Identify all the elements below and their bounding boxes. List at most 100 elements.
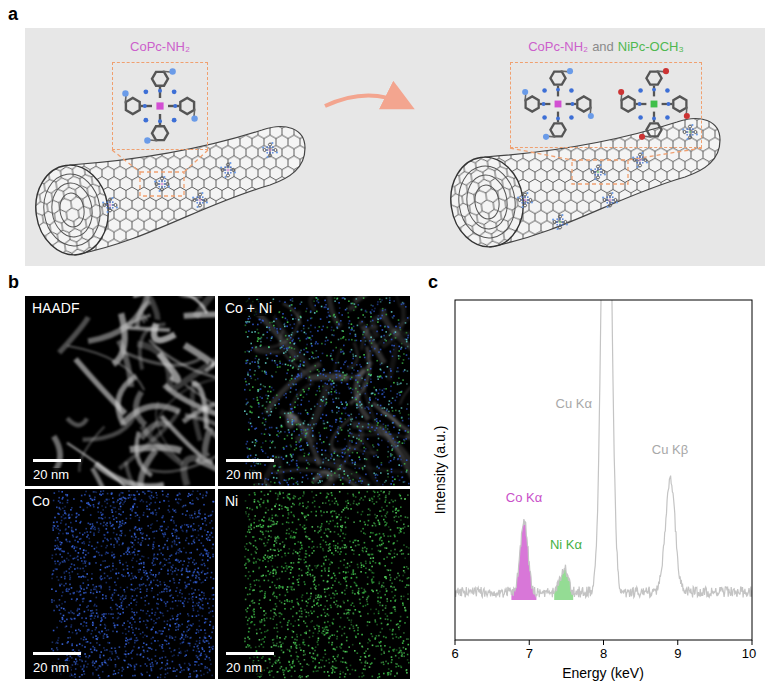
- drawn-shape: [296, 465, 298, 467]
- drawn-shape: [318, 371, 320, 373]
- drawn-shape: [392, 438, 394, 440]
- drawn-shape: [351, 473, 353, 475]
- drawn-shape: [542, 115, 547, 120]
- drawn-shape: [305, 410, 307, 412]
- drawn-shape: [271, 322, 273, 324]
- drawn-shape: [398, 358, 400, 360]
- drawn-shape: [191, 525, 193, 527]
- drawn-shape: [270, 353, 272, 355]
- drawn-shape: [377, 399, 379, 401]
- drawn-shape: [556, 218, 558, 220]
- drawn-shape: [652, 88, 656, 92]
- drawn-shape: [639, 134, 645, 140]
- drawn-shape: [322, 414, 324, 416]
- drawn-shape: [351, 377, 353, 379]
- drawn-shape: [560, 218, 561, 220]
- drawn-shape: [262, 442, 264, 444]
- drawn-shape: [303, 396, 305, 398]
- phthalocyanine: [682, 124, 698, 140]
- drawn-shape: [108, 209, 111, 212]
- drawn-shape: [337, 441, 339, 443]
- drawn-shape: [118, 617, 120, 619]
- drawn-shape: [258, 416, 260, 418]
- drawn-shape: [328, 380, 330, 382]
- drawn-shape: [310, 331, 312, 333]
- drawn-shape: [306, 394, 308, 396]
- drawn-shape: [255, 347, 280, 352]
- drawn-shape: [297, 355, 299, 357]
- drawn-shape: [75, 359, 125, 414]
- drawn-shape: [364, 316, 366, 318]
- drawn-shape: [255, 442, 257, 444]
- drawn-shape: [315, 394, 317, 396]
- drawn-shape: [384, 396, 386, 398]
- drawn-shape: [248, 422, 250, 424]
- drawn-shape: [276, 427, 278, 429]
- drawn-shape: [389, 300, 391, 302]
- drawn-shape: [344, 461, 346, 463]
- drawn-shape: [184, 314, 215, 316]
- drawn-shape: [232, 168, 235, 171]
- drawn-shape: [173, 654, 175, 656]
- drawn-shape: [341, 403, 343, 405]
- drawn-shape: [340, 418, 342, 420]
- drawn-shape: [392, 476, 394, 478]
- drawn-shape: [358, 317, 360, 319]
- drawn-shape: [558, 226, 561, 229]
- drawn-shape: [311, 473, 313, 475]
- drawn-shape: [251, 412, 253, 414]
- drawn-shape: [249, 418, 251, 420]
- drawn-shape: [562, 221, 564, 223]
- drawn-shape: [106, 204, 108, 206]
- drawn-shape: [280, 431, 282, 433]
- drawn-shape: [646, 72, 661, 85]
- drawn-shape: [374, 430, 376, 432]
- drawn-shape: [246, 463, 248, 465]
- drawn-shape: [292, 298, 294, 300]
- drawn-shape: [354, 303, 356, 305]
- drawn-shape: [390, 460, 392, 462]
- drawn-shape: [328, 459, 330, 461]
- drawn-shape: [372, 405, 374, 407]
- drawn-shape: [362, 416, 364, 418]
- drawn-shape: [343, 449, 345, 451]
- zoom-leader: [112, 148, 702, 196]
- drawn-shape: [616, 202, 618, 204]
- drawn-shape: [350, 419, 352, 421]
- drawn-shape: [404, 440, 406, 442]
- drawn-shape: [369, 374, 371, 376]
- drawn-shape: [293, 483, 295, 485]
- drawn-shape: [291, 438, 293, 440]
- drawn-shape: [300, 438, 302, 440]
- phthalocyanine: [192, 192, 208, 208]
- drawn-shape: [338, 433, 340, 435]
- drawn-shape: [521, 199, 523, 201]
- drawn-shape: [227, 172, 229, 174]
- drawn-shape: [284, 301, 286, 303]
- drawn-shape: [334, 463, 336, 465]
- drawn-shape: [323, 400, 325, 402]
- drawn-shape: [408, 358, 410, 360]
- drawn-shape: [305, 433, 307, 435]
- drawn-shape: [404, 369, 406, 371]
- drawn-shape: [315, 341, 317, 343]
- drawn-shape: [153, 558, 155, 560]
- drawn-shape: [390, 376, 392, 378]
- drawn-shape: [284, 413, 286, 415]
- drawn-shape: [392, 410, 394, 412]
- drawn-shape: [354, 448, 356, 450]
- drawn-shape: [290, 446, 292, 448]
- drawn-shape: [202, 196, 204, 198]
- drawn-shape: [369, 412, 371, 414]
- drawn-shape: [331, 388, 333, 390]
- drawn-shape: [381, 394, 383, 396]
- drawn-shape: [359, 477, 361, 479]
- drawn-shape: [157, 677, 159, 679]
- drawn-shape: [294, 356, 296, 358]
- drawn-shape: [391, 471, 393, 473]
- drawn-shape: [324, 344, 326, 346]
- drawn-shape: [403, 371, 405, 373]
- drawn-shape: [349, 432, 351, 434]
- drawn-shape: [344, 453, 346, 455]
